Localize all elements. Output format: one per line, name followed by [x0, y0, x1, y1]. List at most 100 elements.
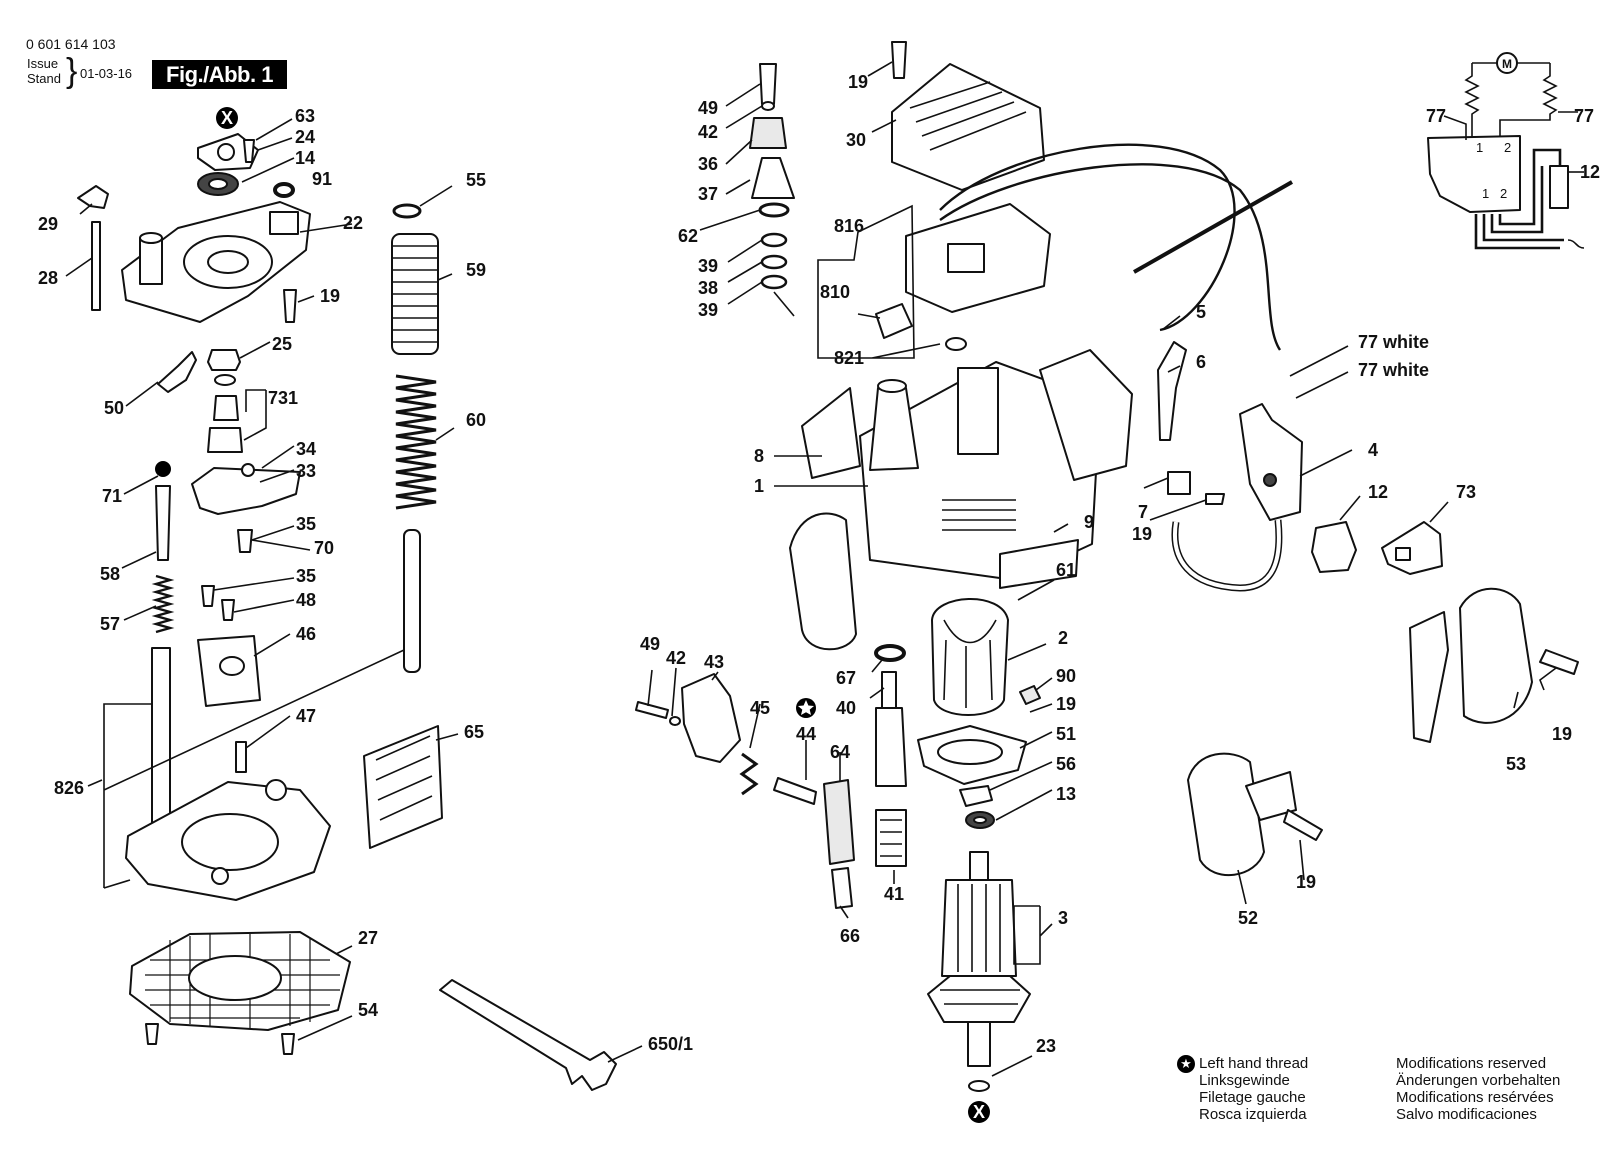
part-plate-66 — [831, 867, 853, 909]
part-housing-1 — [859, 361, 1101, 581]
x-marker-bottom-text: X — [973, 1102, 985, 1122]
callout-36: 36 — [698, 154, 718, 174]
part-armature-3 — [941, 879, 1017, 977]
handles — [1187, 587, 1579, 877]
callout-labels: 63 24 14 91 22 29 28 19 25 731 50 34 33 … — [38, 72, 1600, 1056]
part-rod-long — [1133, 180, 1293, 274]
part-guide-65 — [363, 725, 443, 849]
callout-27: 27 — [358, 928, 378, 948]
part-plate-64 — [823, 779, 855, 865]
callout-77-schem-a: 77 — [1426, 106, 1446, 126]
callout-25: 25 — [272, 334, 292, 354]
callout-41: 41 — [884, 884, 904, 904]
callout-77-schem-b: 77 — [1574, 106, 1594, 126]
part-spring-60 — [395, 374, 437, 510]
callout-1: 1 — [754, 476, 764, 496]
part-ball-71 — [155, 461, 171, 477]
cable-lower — [1171, 519, 1283, 592]
part-handle-left — [789, 512, 857, 651]
callout-55: 55 — [466, 170, 486, 190]
part-bracket-73 — [1381, 521, 1443, 575]
center-assembly: X — [635, 41, 1443, 1123]
callout-810: 810 — [820, 282, 850, 302]
part-spring-57 — [151, 574, 175, 634]
part-screw-49-left — [635, 701, 669, 719]
callout-63: 63 — [295, 106, 315, 126]
callout-24: 24 — [295, 127, 315, 147]
callout-30: 30 — [846, 130, 866, 150]
part-shaft-40 — [875, 707, 907, 787]
callout-7: 7 — [1138, 502, 1148, 522]
callout-58: 58 — [100, 564, 120, 584]
legend-thread-fr: Filetage gauche — [1199, 1089, 1306, 1106]
part-bolt-58 — [155, 485, 171, 561]
part-sleeve-37 — [751, 157, 795, 199]
part-screw-19-handle — [1283, 809, 1323, 841]
part-brush-810 — [875, 303, 913, 339]
part-terminal-7 — [1167, 471, 1191, 495]
cable-upper — [939, 143, 1236, 332]
callout-67: 67 — [836, 668, 856, 688]
part-pin-47 — [235, 741, 247, 773]
callout-60: 60 — [466, 410, 486, 430]
switch-symbol — [1427, 135, 1521, 213]
callout-3: 3 — [1058, 908, 1068, 928]
callout-14: 14 — [295, 148, 315, 168]
callout-90: 90 — [1056, 666, 1076, 686]
part-cable-sleeve-5 — [1157, 341, 1187, 441]
callout-59: 59 — [466, 260, 486, 280]
callout-19-c: 19 — [1132, 524, 1152, 544]
callout-826: 826 — [54, 778, 84, 798]
legend-mods-de: Änderungen vorbehalten — [1396, 1072, 1561, 1089]
callout-61: 61 — [1056, 560, 1076, 580]
callout-19-d: 19 — [1056, 694, 1076, 714]
motor-symbol-text: M — [1502, 57, 1512, 71]
callout-29: 29 — [38, 214, 58, 234]
part-nut-25 — [207, 349, 241, 371]
callout-19-e: 19 — [1552, 724, 1572, 744]
callout-57: 57 — [100, 614, 120, 634]
star-icon-legend: ★ — [1177, 1055, 1195, 1073]
part-rod-upper — [403, 529, 421, 673]
callout-13: 13 — [1056, 784, 1076, 804]
callout-40: 40 — [836, 698, 856, 718]
legend-thread-es: Rosca izquierda — [1199, 1106, 1307, 1123]
part-screw-19-left — [283, 289, 297, 323]
callout-39-b: 39 — [698, 300, 718, 320]
part-handle-53 — [1459, 587, 1533, 724]
part-screw-49-top — [759, 63, 777, 105]
resistor-left — [1464, 63, 1480, 140]
callout-56: 56 — [1056, 754, 1076, 774]
part-fan — [927, 975, 1031, 1023]
x-marker-top — [216, 107, 238, 129]
legend-thread-de: Linksgewinde — [1199, 1072, 1290, 1089]
callout-9: 9 — [1084, 512, 1094, 532]
part-ring-55 — [392, 203, 422, 219]
callout-65: 65 — [464, 722, 484, 742]
callout-35-b: 35 — [296, 566, 316, 586]
legend-mods-es: Salvo modificaciones — [1396, 1106, 1537, 1123]
legend-modifications: Modifications reserved Änderungen vorbeh… — [1396, 1055, 1560, 1123]
part-cap-30 — [891, 63, 1045, 191]
callout-54: 54 — [358, 1000, 378, 1020]
part-screw-19-right — [1539, 649, 1579, 675]
part-label-8 — [801, 387, 861, 479]
callout-45: 45 — [750, 698, 770, 718]
schem-term-1b: 1 — [1482, 186, 1489, 201]
callout-19-f: 19 — [1296, 872, 1316, 892]
part-stator-2 — [931, 598, 1009, 716]
callout-5: 5 — [1196, 302, 1206, 322]
part-clamp-43 — [681, 673, 741, 763]
callout-35-a: 35 — [296, 514, 316, 534]
callout-77-white-b: 77 white — [1358, 360, 1429, 380]
brace: } — [66, 52, 78, 90]
part-wrench-650 — [439, 979, 617, 1091]
callout-62: 62 — [678, 226, 698, 246]
schem-term-2a: 2 — [1504, 140, 1511, 155]
callout-51: 51 — [1056, 724, 1076, 744]
callout-23: 23 — [1036, 1036, 1056, 1056]
part-pin-29 — [77, 185, 109, 209]
x-marker-top-text: X — [221, 108, 233, 128]
callout-12-schem: 12 — [1580, 162, 1600, 182]
